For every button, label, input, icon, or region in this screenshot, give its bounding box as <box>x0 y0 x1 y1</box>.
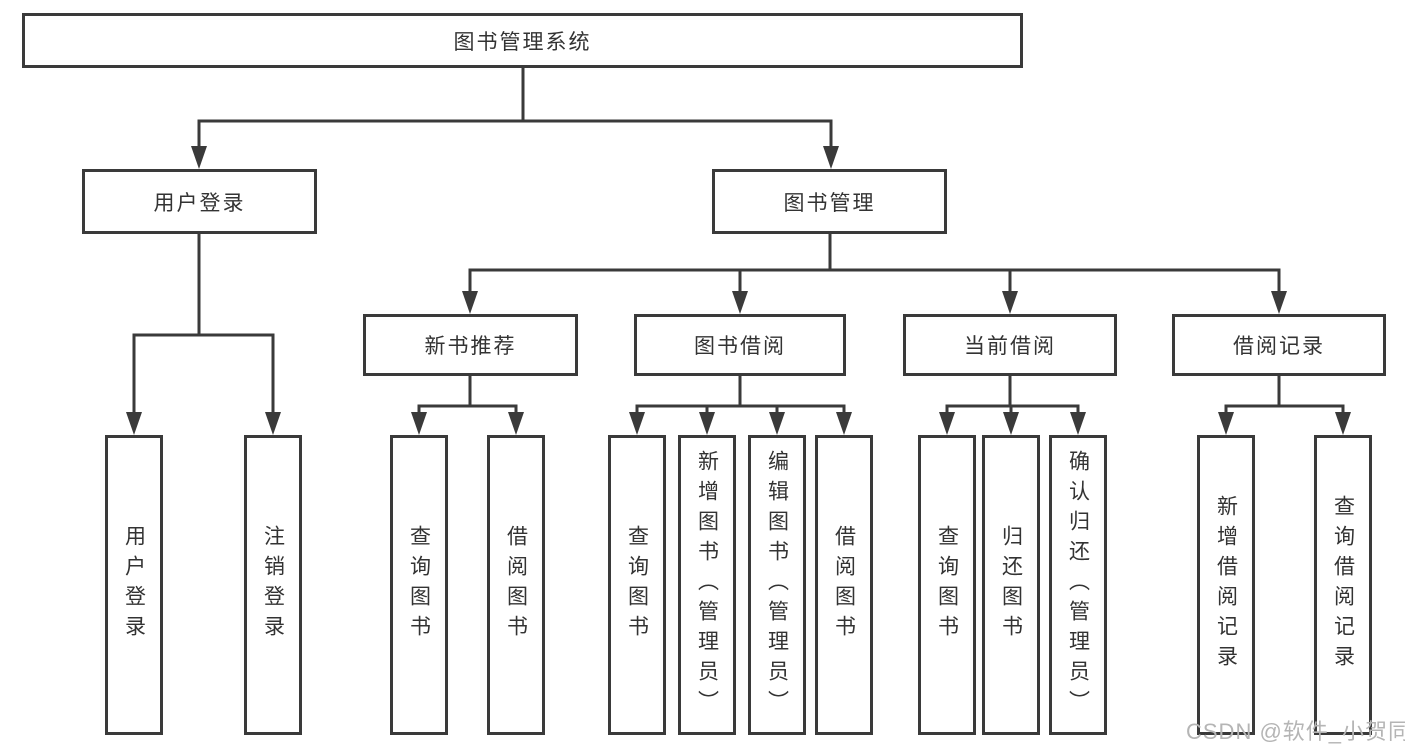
connector-userlogin-children <box>132 234 275 414</box>
arrowhead-icon <box>836 412 852 435</box>
csdn-watermark: CSDN @软件_小贺同学 <box>1186 719 1405 744</box>
arrowhead-icon <box>939 412 955 435</box>
node-current-borrowing-label: 当前借阅 <box>964 335 1056 358</box>
connector-root-to-level2 <box>197 68 833 148</box>
leaf-confirm-return-admin: 确认归还（管理员） <box>1049 435 1107 735</box>
arrowhead-icon <box>1218 412 1234 435</box>
node-book-borrowing: 图书借阅 <box>634 314 846 376</box>
arrowhead-icon <box>769 412 785 435</box>
connector-bookmgmt-to-level3 <box>468 234 1281 293</box>
leaf-logout: 注销登录 <box>244 435 302 735</box>
connector-shafts <box>132 68 1345 414</box>
leaf-return-books-label: 归还图书 <box>999 525 1023 645</box>
leaf-logout-label: 注销登录 <box>261 525 285 645</box>
leaf-add-books-admin-label: 新增图书（管理员） <box>695 450 719 720</box>
leaf-borrow-books-1: 借阅图书 <box>487 435 545 735</box>
arrowhead-icon <box>732 291 748 314</box>
node-borrowing-records: 借阅记录 <box>1172 314 1386 376</box>
leaf-borrow-books-2: 借阅图书 <box>815 435 873 735</box>
arrowhead-icon <box>1070 412 1086 435</box>
node-new-book-recommend-label: 新书推荐 <box>424 335 517 358</box>
leaf-query-books-1-label: 查询图书 <box>407 525 431 645</box>
arrowhead-icon <box>126 412 142 435</box>
connector-records-children <box>1224 376 1345 414</box>
connector-newbooks-children <box>417 376 518 414</box>
leaf-query-books-2-label: 查询图书 <box>625 525 649 645</box>
arrowhead-icon <box>411 412 427 435</box>
node-user-login: 用户登录 <box>82 169 317 234</box>
node-borrowing-records-label: 借阅记录 <box>1233 335 1325 358</box>
arrowhead-icon <box>699 412 715 435</box>
leaf-borrow-books-2-label: 借阅图书 <box>832 525 856 645</box>
arrowhead-icon <box>629 412 645 435</box>
node-current-borrowing: 当前借阅 <box>903 314 1117 376</box>
leaf-query-books-2: 查询图书 <box>608 435 666 735</box>
node-book-management-label: 图书管理 <box>783 191 876 215</box>
node-root-label: 图书管理系统 <box>453 30 592 54</box>
arrowhead-icon <box>1335 412 1351 435</box>
leaf-edit-books-admin-label: 编辑图书（管理员） <box>765 450 789 720</box>
arrowhead-icon <box>1271 291 1287 314</box>
node-book-borrowing-label: 图书借阅 <box>694 335 786 358</box>
leaf-borrow-books-1-label: 借阅图书 <box>504 525 528 645</box>
leaf-query-borrow-record: 查询借阅记录 <box>1314 435 1372 735</box>
connector-current-children <box>945 376 1080 414</box>
arrowhead-icon <box>508 412 524 435</box>
leaf-query-books-3-label: 查询图书 <box>935 525 959 645</box>
node-new-book-recommend: 新书推荐 <box>363 314 578 376</box>
leaf-add-borrow-record: 新增借阅记录 <box>1197 435 1255 735</box>
leaf-return-books: 归还图书 <box>982 435 1040 735</box>
leaf-query-books-3: 查询图书 <box>918 435 976 735</box>
leaf-user-login: 用户登录 <box>105 435 163 735</box>
connector-borrowing-children <box>635 376 846 414</box>
node-root: 图书管理系统 <box>22 13 1023 68</box>
leaf-confirm-return-admin-label: 确认归还（管理员） <box>1066 450 1090 720</box>
arrowhead-icon <box>191 146 207 169</box>
node-user-login-label: 用户登录 <box>153 191 246 215</box>
leaf-user-login-label: 用户登录 <box>122 525 146 645</box>
node-book-management: 图书管理 <box>712 169 947 234</box>
leaf-query-borrow-record-label: 查询借阅记录 <box>1331 495 1355 675</box>
leaf-add-borrow-record-label: 新增借阅记录 <box>1214 495 1238 675</box>
arrowheads <box>126 146 1351 435</box>
leaf-edit-books-admin: 编辑图书（管理员） <box>748 435 806 735</box>
leaf-query-books-1: 查询图书 <box>390 435 448 735</box>
arrowhead-icon <box>1003 412 1019 435</box>
arrowhead-icon <box>823 146 839 169</box>
arrowhead-icon <box>1002 291 1018 314</box>
arrowhead-icon <box>265 412 281 435</box>
arrowhead-icon <box>462 291 478 314</box>
leaf-add-books-admin: 新增图书（管理员） <box>678 435 736 735</box>
